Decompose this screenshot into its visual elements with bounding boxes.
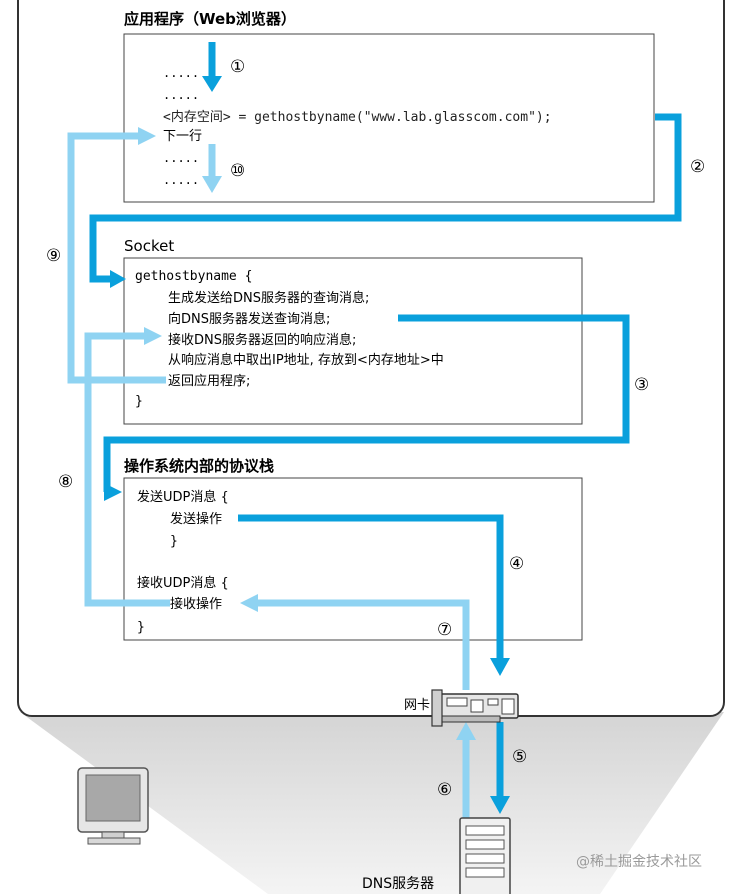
arrow-step-6-head [456, 722, 476, 740]
arrow-step-4-head [490, 658, 510, 676]
socket-line-5: 返回应用程序; [168, 373, 250, 389]
monitor-icon [77, 767, 149, 845]
socket-box [123, 257, 583, 425]
recv-udp-close: } [137, 620, 145, 635]
code-dots-3: ..... [163, 151, 199, 165]
arrow-step-7 [256, 599, 470, 690]
step-label-8: ⑧ [58, 472, 73, 492]
socket-title: Socket [124, 237, 174, 255]
arrow-step-9 [67, 132, 166, 384]
step-label-5: ⑤ [512, 747, 527, 767]
socket-line-4: 从响应消息中取出IP地址, 存放到<内存地址>中 [168, 352, 444, 368]
code-dots-4: ..... [163, 173, 199, 187]
code-dots-1: ..... [163, 66, 199, 80]
arrow-step-10-head [202, 176, 222, 193]
step-label-4: ④ [509, 554, 524, 574]
arrow-step-8-head [144, 327, 162, 345]
gethostbyname-call-line: <内存空间> = gethostbyname("www.lab.glasscom… [163, 109, 552, 125]
arrow-step-7-head [240, 594, 258, 612]
code-dots-2: ..... [163, 88, 199, 102]
arrow-step-1-head [202, 76, 222, 92]
arrow-step-3-head [104, 483, 122, 501]
watermark: @稀土掘金技术社区 [576, 854, 702, 870]
recv-udp-open: 接收UDP消息 { [137, 575, 229, 591]
step-label-2: ② [690, 157, 705, 177]
dns-server-label: DNS服务器 [362, 876, 434, 892]
socket-func-close: } [135, 394, 143, 409]
recv-operation: 接收操作 [170, 596, 222, 612]
socket-func-open: gethostbyname { [135, 269, 252, 284]
arrow-step-2 [89, 113, 682, 283]
socket-line-1: 生成发送给DNS服务器的查询消息; [168, 290, 369, 306]
step-label-3: ③ [634, 375, 649, 395]
nic-label: 网卡 [404, 698, 430, 713]
step-label-7: ⑦ [437, 620, 452, 640]
step-label-9: ⑨ [46, 246, 61, 266]
send-udp-close: } [170, 534, 178, 549]
network-card-icon [431, 689, 519, 727]
protocol-stack-title: 操作系统内部的协议栈 [124, 457, 274, 475]
socket-line-2: 向DNS服务器发送查询消息; [168, 311, 330, 327]
socket-line-3: 接收DNS服务器返回的响应消息; [168, 332, 356, 348]
send-udp-open: 发送UDP消息 { [137, 489, 229, 505]
application-title: 应用程序（Web浏览器） [124, 10, 296, 28]
dns-server-icon [459, 817, 511, 894]
arrow-step-8 [84, 332, 170, 607]
perspective-shadow [20, 712, 724, 894]
send-operation: 发送操作 [170, 511, 222, 527]
next-line-label: 下一行 [163, 129, 202, 144]
arrow-step-9-head [138, 127, 156, 145]
arrow-step-5-head [490, 796, 510, 814]
step-label-6: ⑥ [437, 780, 452, 800]
arrow-step-2-head [110, 270, 126, 288]
arrow-step-4 [238, 514, 504, 660]
protocol-stack-box [123, 477, 583, 641]
step-label-10: ⑩ [230, 161, 245, 181]
step-label-1: ① [230, 57, 245, 77]
